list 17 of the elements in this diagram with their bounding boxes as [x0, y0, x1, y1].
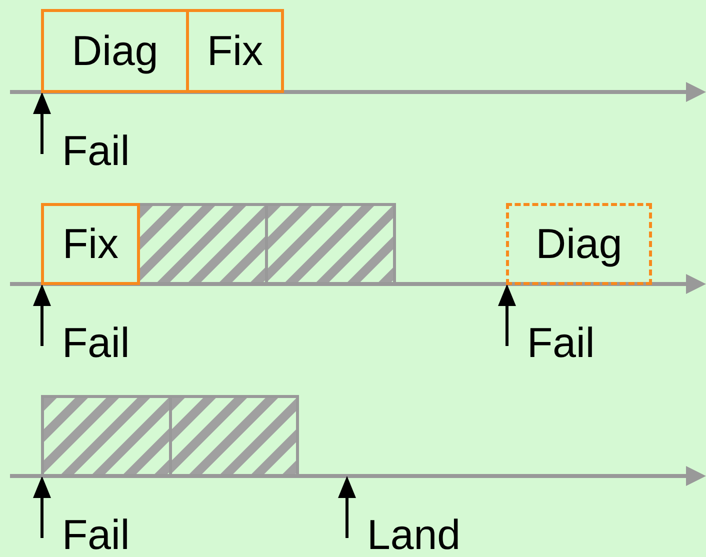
hatched-block — [265, 203, 396, 285]
event-label: Fail — [62, 130, 130, 172]
event-label: Fail — [527, 322, 595, 364]
task-box — [186, 9, 284, 93]
hatched-block — [41, 395, 172, 477]
task-label: Diag — [536, 223, 622, 265]
event-label: Fail — [62, 322, 130, 364]
task-label: Fix — [207, 30, 263, 72]
task-box — [506, 203, 652, 285]
event-label: Fail — [62, 514, 130, 556]
task-label: Diag — [72, 30, 158, 72]
event-label: Land — [367, 514, 460, 556]
task-box — [41, 9, 189, 93]
hatched-block — [137, 203, 268, 285]
hatched-block — [169, 395, 299, 477]
task-box — [41, 203, 140, 285]
task-label: Fix — [62, 223, 118, 265]
